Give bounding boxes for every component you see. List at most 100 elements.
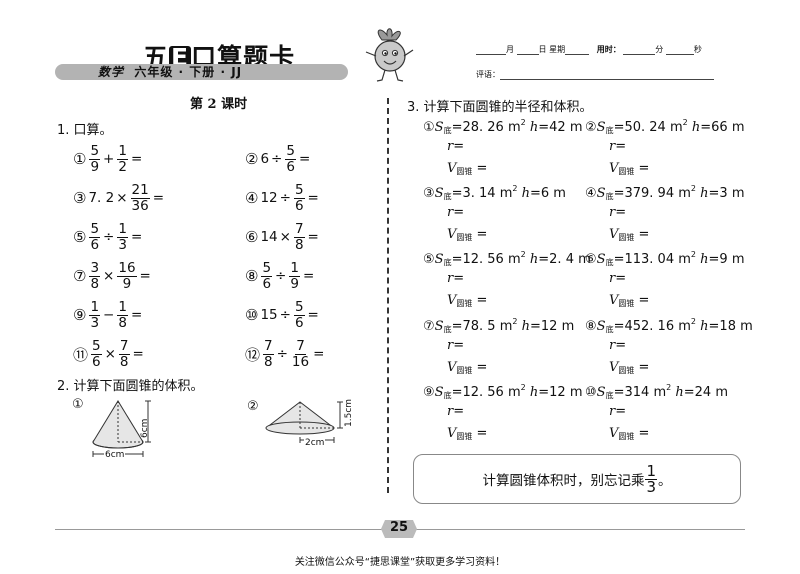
week-label: 星期	[549, 45, 566, 54]
area-subscript: 底	[443, 391, 452, 400]
operand: 7. 2	[88, 190, 115, 206]
equals-sign: =	[139, 268, 151, 284]
equals-sign: =	[453, 139, 465, 154]
equals-sign: =	[708, 252, 720, 267]
equals-sign: =	[634, 426, 650, 441]
radius-symbol: r	[609, 404, 616, 419]
item-index: ⑧	[585, 319, 597, 334]
unit-exponent: 2	[690, 184, 696, 193]
day-blank[interactable]	[516, 45, 539, 55]
item-index: ⑥	[245, 228, 259, 246]
item-index: ⑦	[73, 267, 87, 285]
item-index: ④	[245, 189, 259, 207]
area-subscript: 底	[605, 391, 614, 400]
date-line: 月 日 星期 用时： 分 秒	[476, 44, 702, 55]
item-index: ⑨	[73, 306, 87, 324]
q3-given-line: ⑤S底=12. 56 m2 h=2. 4 m	[423, 250, 591, 268]
second-label: 秒	[693, 45, 702, 54]
area-value: 12. 56	[462, 252, 504, 267]
equals-sign: =	[613, 120, 625, 135]
volume-subscript: 圆锥	[456, 167, 473, 176]
area-value: 3. 14	[462, 186, 496, 201]
week-blank[interactable]	[565, 45, 590, 55]
area-value: 28. 26	[462, 120, 504, 135]
height-unit: m	[569, 120, 583, 135]
item-index: ④	[585, 186, 597, 201]
height-symbol: h	[675, 385, 684, 400]
volume-symbol: V	[609, 426, 619, 441]
area-unit: m	[499, 186, 513, 201]
operator: ÷	[103, 229, 115, 245]
fraction-numerator: 5	[89, 142, 101, 160]
volume-answer-line: V圆锥 =	[447, 426, 487, 442]
subtitle: 数学 六年级 · 下册 · JJ	[98, 63, 242, 80]
equals-sign: =	[451, 120, 463, 135]
volume-subscript: 圆锥	[618, 366, 635, 375]
operator: ÷	[279, 307, 291, 323]
fraction-denominator: 9	[290, 275, 299, 292]
second-blank[interactable]	[665, 45, 694, 55]
item-index: ⑤	[423, 252, 435, 267]
fraction-denominator: 6	[92, 353, 101, 370]
minute-label: 分	[655, 45, 664, 54]
unit-exponent: 2	[666, 383, 672, 392]
fraction-denominator: 8	[264, 353, 273, 370]
area-unit: m	[499, 319, 513, 334]
comment-blank[interactable]	[500, 70, 714, 80]
height-value: 9	[719, 252, 728, 267]
equals-sign: =	[302, 268, 315, 284]
volume-subscript: 圆锥	[456, 432, 473, 441]
fraction-numerator: 3	[89, 259, 101, 277]
fraction-numerator: 16	[117, 259, 137, 277]
area-value: 113. 04	[624, 252, 675, 267]
equals-sign: =	[615, 404, 627, 419]
area-symbol: S	[596, 186, 606, 201]
equals-sign: =	[634, 227, 650, 242]
page-number: 25	[389, 520, 409, 535]
unit-exponent: 2	[520, 250, 526, 259]
equals-sign: =	[451, 385, 463, 400]
fraction-numerator: 5	[293, 298, 305, 316]
equals-sign: =	[472, 161, 488, 176]
fraction-numerator: 1	[117, 220, 128, 238]
equals-sign: =	[307, 190, 319, 206]
area-unit: m	[507, 120, 521, 135]
operator: ×	[104, 346, 116, 362]
area-subscript: 底	[605, 126, 614, 135]
fraction-numerator: 1	[289, 259, 300, 277]
area-subscript: 底	[605, 258, 614, 267]
minute-blank[interactable]	[623, 45, 656, 55]
operator: +	[103, 151, 115, 167]
area-subscript: 底	[605, 325, 614, 334]
comment-line: 评语：	[476, 69, 714, 80]
volume-symbol: V	[609, 360, 619, 375]
radius-symbol: r	[447, 271, 454, 286]
area-symbol: S	[434, 385, 444, 400]
operand: 12	[260, 190, 278, 206]
q2-title: 2. 计算下面圆锥的体积。	[57, 379, 204, 394]
height-value: 42	[549, 120, 566, 135]
fraction-denominator: 6	[286, 158, 295, 175]
area-symbol: S	[596, 319, 606, 334]
height-symbol: h	[700, 252, 709, 267]
equals-sign: =	[313, 346, 325, 362]
unit-exponent: 2	[512, 317, 518, 326]
unit-exponent: 2	[512, 184, 518, 193]
height-unit: m	[731, 186, 745, 201]
item-index: ⑤	[73, 228, 87, 246]
q3-given-line: ⑦S底=78. 5 m2 h=12 m	[423, 317, 574, 335]
operator: ×	[279, 229, 291, 245]
month-blank[interactable]	[476, 45, 506, 55]
fraction-denominator: 2	[118, 158, 127, 175]
q3-given-line: ⑩S底=314 m2 h=24 m	[585, 383, 728, 401]
area-symbol: S	[596, 120, 606, 135]
